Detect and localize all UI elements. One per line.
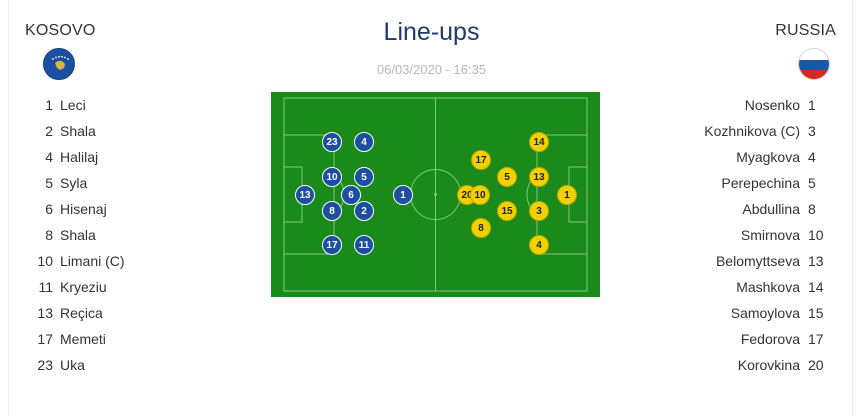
pitch-marker-home: 4 [354,132,374,152]
lineup-row: Myagkova 4 [662,144,832,170]
player-number: 10 [808,227,824,243]
lineup-row: 6 Hisenaj [29,196,199,222]
pitch-marker-home: 17 [322,235,342,255]
player-name: Mashkova [736,279,800,295]
lineup-row: 10 Limani (C) [29,248,199,274]
pitch-marker-away: 17 [471,150,491,170]
lineup-row: Perepechina 5 [662,170,832,196]
lineup-row: Nosenko 1 [662,92,832,118]
pitch-marker-away: 3 [529,201,549,221]
lineup-row: Belomyttseva 13 [662,248,832,274]
player-number: 10 [37,253,53,269]
player-name: Perepechina [721,175,800,191]
lineup-row: Abdullina 8 [662,196,832,222]
player-name: Halilaj [60,149,99,165]
pitch-marker-home: 13 [295,185,315,205]
player-number: 1 [45,97,53,113]
player-number: 1 [808,97,816,113]
player-name: Smirnova [740,227,800,243]
player-number: 4 [808,149,816,165]
player-number: 13 [808,253,824,269]
lineup-row: Kozhnikova (C) 3 [662,118,832,144]
pitch-marker-away: 13 [529,167,549,187]
pitch-marker-home: 8 [322,201,342,221]
player-name: Memeti [60,331,106,347]
player-number: 2 [45,123,53,139]
pitch-marker-away: 10 [470,185,490,205]
lineup-row: 13 Reçica [29,300,199,326]
lineup-row: Korovkina 20 [662,352,832,378]
lineups-panel: KOSOVO RUSSIA Line-ups 06/03/2020 - 16:3… [8,0,853,416]
player-number: 11 [38,279,53,295]
lineup-row: 4 Halilaj [29,144,199,170]
pitch-marker-home: 5 [354,167,374,187]
player-number: 8 [45,227,53,243]
player-number: 8 [808,201,816,217]
player-name: Korovkina [737,357,800,373]
lineup-row: Fedorova 17 [662,326,832,352]
player-name: Samoylova [730,305,800,321]
pitch-marker-away: 8 [471,218,491,238]
lineup-row: 1 Leci [29,92,199,118]
player-name: Hisenaj [60,201,107,217]
player-number: 3 [808,123,816,139]
player-number: 23 [37,357,53,373]
player-number: 5 [808,175,816,191]
player-number: 20 [808,357,824,373]
player-name: Nosenko [744,97,800,113]
player-name: Kryeziu [60,279,107,295]
match-datetime: 06/03/2020 - 16:35 [376,62,487,77]
player-name: Limani (C) [60,253,125,269]
pitch-marker-away: 5 [497,167,517,187]
pitch-marker-home: 1 [393,185,413,205]
player-name: Uka [60,357,85,373]
player-number: 17 [37,331,53,347]
player-number: 13 [37,305,53,321]
player-name: Shala [60,123,96,139]
lineup-row: Smirnova 10 [662,222,832,248]
player-name: Leci [60,97,86,113]
pitch-marker-away: 1 [557,185,577,205]
player-name: Kozhnikova (C) [704,123,800,139]
pitch-markings [283,97,588,292]
player-name: Abdullina [742,201,800,217]
pitch-marker-away: 4 [529,235,549,255]
lineup-row: 11 Kryeziu [29,274,199,300]
lineup-row: 23 Uka [29,352,199,378]
away-team-name: RUSSIA [775,22,836,39]
russia-flag-icon [798,48,830,80]
pitch-marker-away: 14 [529,132,549,152]
pitch-marker-home: 6 [341,185,361,205]
player-number: 4 [45,149,53,165]
player-number: 6 [45,201,53,217]
player-number: 15 [808,305,824,321]
lineup-row: Samoylova 15 [662,300,832,326]
lineup-row: Mashkova 14 [662,274,832,300]
lineup-row: 5 Syla [29,170,199,196]
pitch-marker-home: 10 [322,167,342,187]
lineup-row: 2 Shala [29,118,199,144]
player-number: 17 [808,331,824,347]
player-name: Reçica [60,305,103,321]
lineup-row: 8 Shala [29,222,199,248]
away-lineup-list: Nosenko 1 Kozhnikova (C) 3 Myagkova 4 Perep… [662,92,832,378]
page-title: Line-ups [383,18,480,46]
player-name: Fedorova [740,331,800,347]
player-name: Shala [60,227,96,243]
home-team-name: KOSOVO [25,22,96,39]
player-name: Syla [60,175,88,191]
player-number: 14 [808,279,824,295]
pitch-marker-home: 11 [354,235,374,255]
pitch-marker-away: 15 [497,201,517,221]
kosovo-flag-icon [43,48,75,80]
player-number: 5 [45,175,53,191]
lineup-row: 17 Memeti [29,326,199,352]
pitch-marker-home: 23 [322,132,342,152]
player-name: Belomyttseva [715,253,800,269]
player-name: Myagkova [736,149,800,165]
football-pitch: 23 4 10 5 13 6 8 2 17 11 1 14 17 5 13 20… [271,92,600,297]
pitch-marker-home: 2 [354,201,374,221]
